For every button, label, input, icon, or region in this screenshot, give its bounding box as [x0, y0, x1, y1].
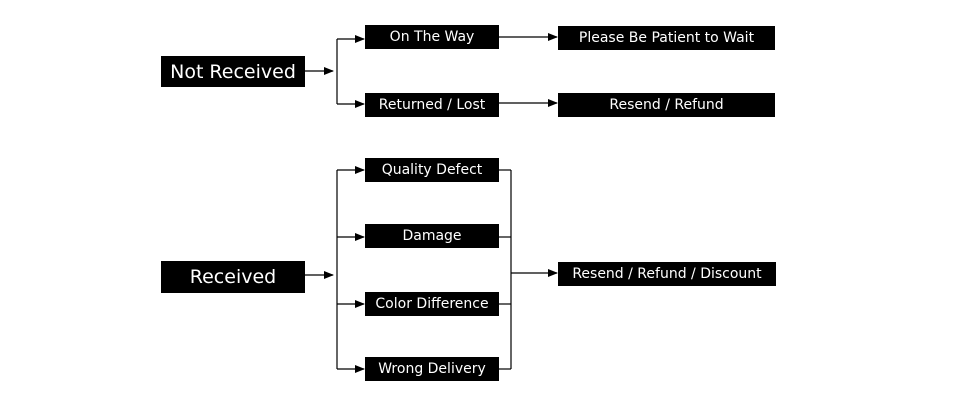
node-please-be-patient: Please Be Patient to Wait	[558, 26, 775, 50]
node-damage: Damage	[365, 224, 499, 248]
node-color-difference: Color Difference	[365, 292, 499, 316]
node-resend-refund: Resend / Refund	[558, 93, 775, 117]
node-quality-defect: Quality Defect	[365, 158, 499, 182]
node-not-received: Not Received	[161, 56, 305, 87]
node-resend-refund-discount: Resend / Refund / Discount	[558, 262, 776, 286]
node-on-the-way: On The Way	[365, 25, 499, 49]
node-wrong-delivery: Wrong Delivery	[365, 357, 499, 381]
node-returned-lost: Returned / Lost	[365, 93, 499, 117]
node-received: Received	[161, 261, 305, 293]
